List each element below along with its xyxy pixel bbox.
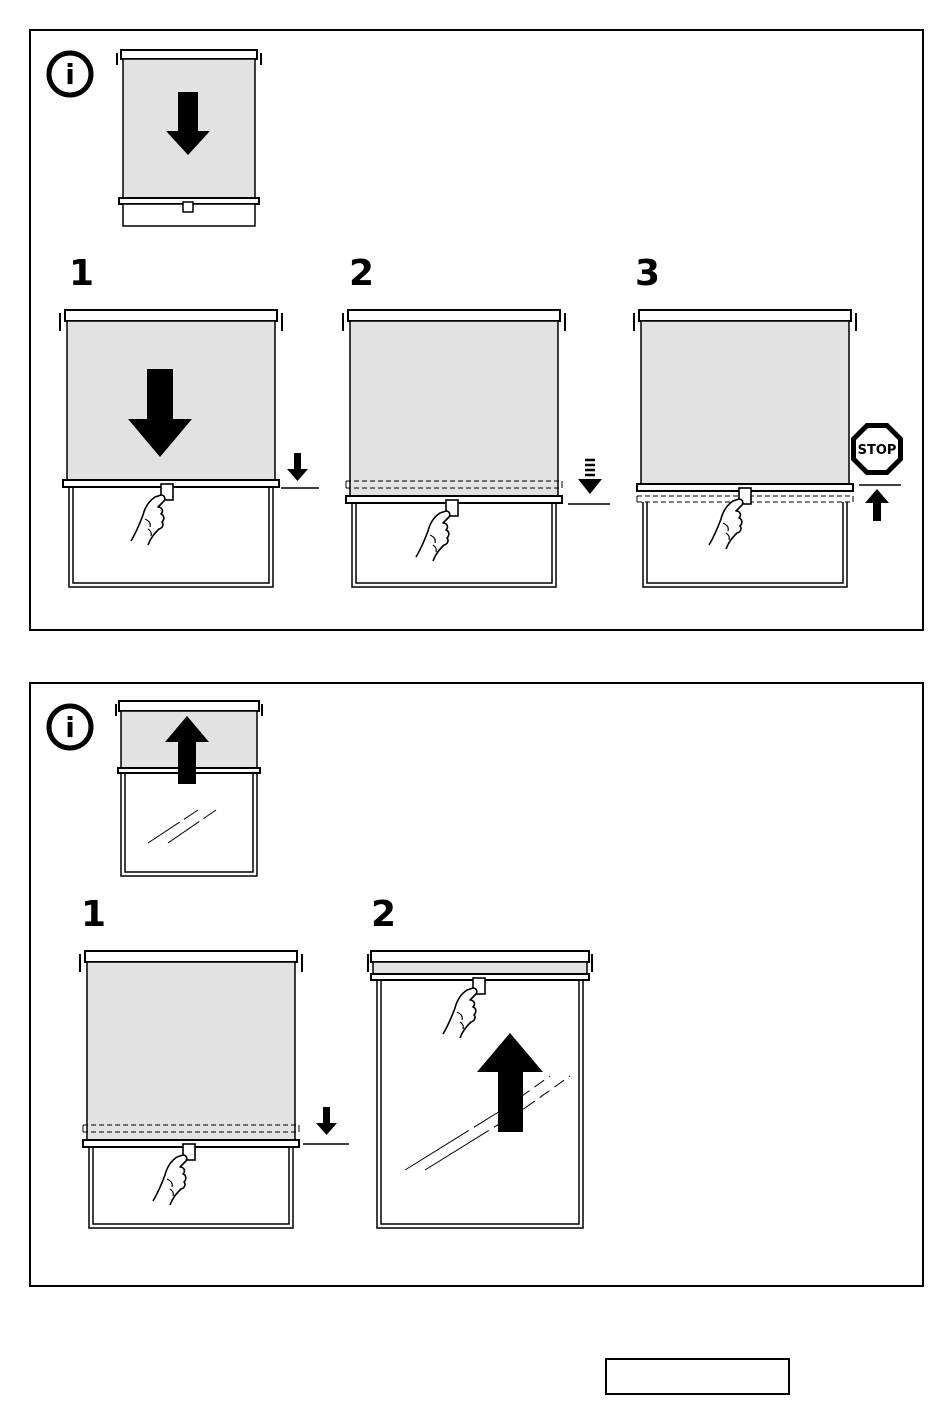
info-icon: i [45, 49, 97, 101]
info-illustration-lower [113, 47, 263, 232]
arrow-down-icon [316, 1107, 337, 1135]
arrow-up-icon [477, 1033, 543, 1132]
panel-lower-blind: i 1 2 3 [29, 29, 924, 631]
arrow-down-icon [578, 479, 602, 494]
step-1-illustration [77, 948, 367, 1233]
step-2-illustration [340, 307, 630, 592]
page-number-box [605, 1358, 790, 1395]
step-number: 3 [635, 256, 660, 292]
panel-raise-blind: i 1 2 [29, 682, 924, 1287]
arrow-down-icon [287, 453, 308, 481]
step-2-illustration [365, 948, 635, 1233]
step-1-illustration [57, 307, 327, 592]
info-symbol: i [65, 711, 75, 744]
step-number: 1 [81, 897, 106, 933]
step-number: 2 [349, 256, 374, 292]
step-3-illustration: STOP [631, 307, 921, 592]
stop-sign-icon: STOP [851, 423, 903, 475]
step-number: 2 [371, 897, 396, 933]
info-icon: i [45, 702, 97, 754]
arrow-up-icon [865, 489, 889, 521]
stop-label: STOP [858, 443, 897, 458]
step-number: 1 [69, 256, 94, 292]
info-illustration-raise [113, 698, 263, 880]
info-symbol: i [65, 58, 75, 91]
